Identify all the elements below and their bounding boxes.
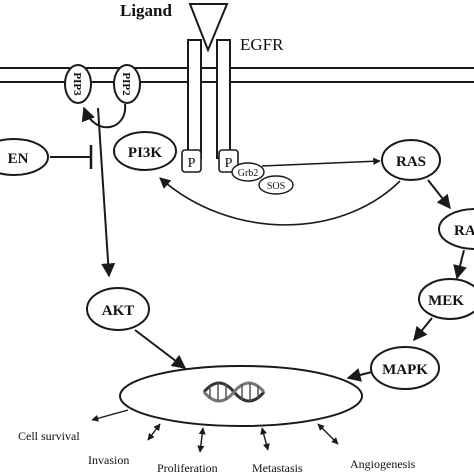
invasion-arrow: [147, 423, 161, 441]
phospho-left-label: P: [188, 156, 196, 171]
ras-label: RAS: [396, 154, 426, 170]
grb2-node: [231, 162, 265, 182]
akt-to-nucleus-arrow: [134, 329, 187, 369]
egfr-label: EGFR: [240, 35, 284, 54]
pi3k-node: [113, 131, 177, 171]
pten-label: EN: [8, 151, 29, 167]
metastasis-label: Metastasis: [252, 461, 303, 474]
egfr-receptor: [187, 39, 231, 159]
ras-to-raf-arrow: [427, 179, 451, 210]
mek-label: MEK: [428, 293, 464, 309]
pi3k-label: PI3K: [128, 145, 163, 161]
receptor-right-chain: [216, 39, 231, 159]
dna-helix-icon: [202, 381, 266, 403]
metastasis-arrow: [260, 427, 270, 451]
phospho-right-label: P: [225, 156, 233, 171]
pip3-node: [64, 64, 92, 104]
sos-label: SOS: [267, 181, 285, 192]
proliferation-arrow: [197, 427, 206, 453]
mapk-label: MAPK: [382, 362, 428, 378]
mapk-to-nucleus-arrow: [346, 368, 373, 382]
angiogenesis-label: Angiogenesis: [350, 457, 416, 471]
ras-to-pi3k-arrow: [159, 177, 401, 226]
phospho-box-left: [181, 149, 202, 173]
sos-to-ras-arrow: [261, 157, 381, 167]
akt-node: [86, 287, 150, 331]
sos-node: [258, 175, 294, 195]
grb2-label: Grb2: [238, 168, 259, 179]
ras-node: [381, 139, 441, 181]
pip3-to-akt-arrow: [97, 107, 116, 278]
raf-to-mek-arrow: [453, 249, 467, 280]
cell-survival-arrow: [91, 409, 129, 422]
raf-node: [438, 208, 474, 250]
pip3-label: PIP3: [71, 72, 83, 96]
proliferation-label: Proliferation: [157, 461, 218, 474]
invasion-label: Invasion: [88, 453, 129, 467]
mek-to-mapk-arrow: [413, 317, 433, 342]
mapk-node: [370, 346, 440, 390]
pten-node: [0, 138, 49, 176]
akt-label: AKT: [102, 303, 135, 319]
nucleus: [119, 365, 363, 427]
mek-node: [418, 278, 474, 320]
raf-label: RA: [454, 223, 474, 239]
angiogenesis-arrow: [317, 423, 339, 445]
pip2-to-pip3-arrow: [81, 103, 127, 129]
cell-survival-label: Cell survival: [18, 429, 80, 443]
receptor-left-chain: [187, 39, 202, 159]
ligand-triangle: [188, 3, 229, 53]
phospho-box-right: [218, 149, 239, 173]
pip2-node: [113, 64, 141, 104]
ligand-label: Ligand: [120, 1, 173, 20]
pip2-label: PIP2: [120, 72, 132, 96]
